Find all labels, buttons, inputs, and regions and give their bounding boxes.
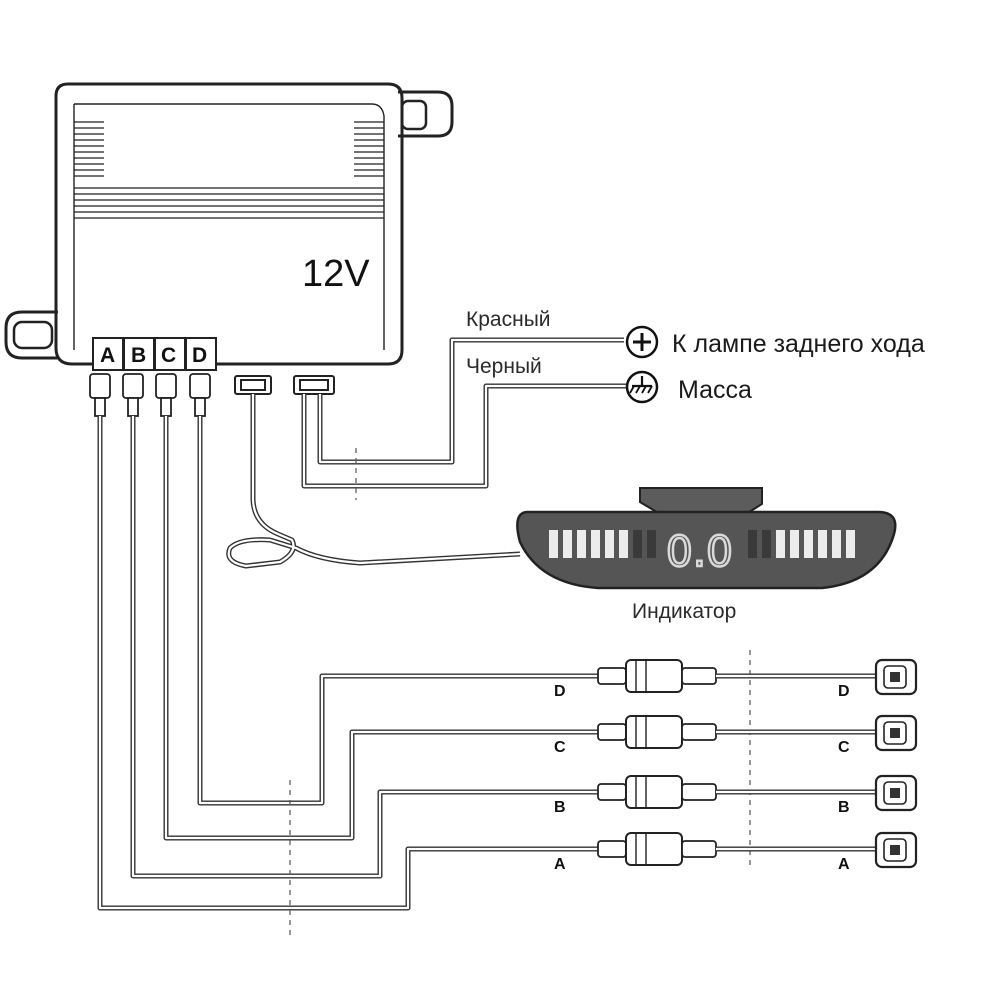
mount-hole-left: [12, 320, 54, 350]
sensor-label-right-d: D: [838, 683, 850, 700]
port-label-d: D: [192, 344, 207, 367]
sensor-row-b: B B: [554, 774, 918, 816]
sensor-a: [874, 831, 918, 869]
sensor-label-left-a: A: [554, 856, 566, 873]
indicator-mount: [639, 487, 763, 515]
port-label-b: B: [131, 344, 146, 367]
mount-tab-right: [398, 90, 454, 138]
sensor-label-left-b: B: [554, 799, 566, 816]
red-wire-label: Красный: [466, 308, 551, 331]
indicator-bars-left: [549, 530, 656, 558]
black-wire-label: Черный: [466, 355, 542, 378]
port-b[interactable]: B: [123, 337, 155, 371]
sensor-label-right-c: C: [838, 739, 850, 756]
sensor-row-a: A A: [554, 831, 918, 873]
control-unit-body: [54, 82, 404, 366]
sensor-c: [874, 714, 918, 752]
sensor-label-right-b: B: [838, 799, 850, 816]
sensor-d: [874, 658, 918, 696]
mount-tab-left: [4, 310, 58, 360]
mount-hole-right: [400, 99, 428, 131]
sensor-label-left-d: D: [554, 683, 566, 700]
port-c[interactable]: C: [154, 337, 186, 371]
side-connectors: [234, 375, 335, 395]
sensor-row-d: D D: [554, 658, 918, 700]
indicator-wire: [226, 394, 521, 569]
port-d[interactable]: D: [185, 337, 217, 371]
port-label-a: A: [100, 344, 115, 367]
indicator-display: 0.0: [516, 487, 897, 590]
sensor-row-c: C C: [554, 714, 918, 756]
indicator-bars-right: [748, 530, 855, 558]
plus-icon: [625, 325, 659, 359]
control-unit-panel: [73, 103, 385, 350]
ground-icon: [625, 370, 659, 404]
voltage-label: 12V: [302, 253, 370, 295]
sensor-label-left-c: C: [554, 739, 566, 756]
ground-label: Масса: [678, 376, 752, 404]
sensor-wires: [97, 416, 751, 935]
control-unit: 12V A B C D: [4, 82, 454, 417]
port-a[interactable]: A: [92, 337, 124, 371]
port-plugs: [89, 373, 211, 417]
reverse-lamp-label: К лампе заднего хода: [672, 330, 925, 358]
port-label-c: C: [161, 344, 176, 367]
indicator-digits: 0.0: [666, 527, 733, 576]
power-wires: [301, 337, 626, 500]
vent-lines: [74, 121, 384, 219]
sensor-label-right-a: A: [838, 856, 850, 873]
indicator-label: Индикатор: [632, 600, 736, 623]
sensor-b: [874, 774, 918, 812]
